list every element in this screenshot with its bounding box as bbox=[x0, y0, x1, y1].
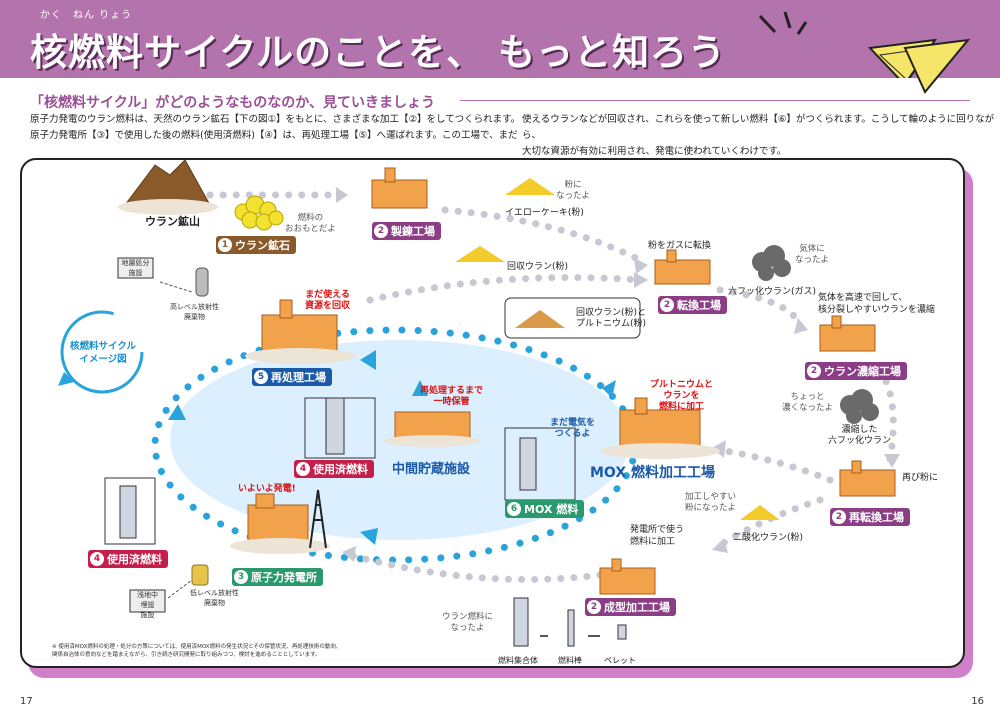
fab-desc: 発電所で使う 燃料に加工 bbox=[630, 525, 685, 547]
llw-label: 低レベル放射性 廃棄物 bbox=[190, 589, 239, 607]
to-gas-label: 粉をガスに転換 bbox=[648, 241, 712, 251]
shallow-disposal-label: 浅地中 埋設 施設 bbox=[137, 591, 158, 619]
intro-right: 使えるウランなどが回収され、これらを使って新しい燃料【⑥】がつくられます。こうし… bbox=[522, 112, 1000, 160]
hlw-label: 高レベル放射性 廃棄物 bbox=[170, 303, 219, 321]
recovered-mix-label: 回収ウラン(粉)と プルトニウム(粉) bbox=[576, 308, 647, 329]
again-powder-label: 再び粉に bbox=[902, 473, 939, 483]
intro-left-line1: 原子力発電のウラン燃料は、天然のウラン鉱石【下の図①】をもとに、さまざまな加工【… bbox=[30, 114, 521, 125]
processing-bubble: 加工しやすい 粉になったよ bbox=[685, 492, 737, 513]
process-flow bbox=[206, 191, 897, 583]
page-number-right: 16 bbox=[971, 696, 984, 707]
powder-bubble: 粉に なったよ bbox=[556, 180, 591, 201]
electric-note: まだ電気を つくるよ bbox=[550, 418, 596, 439]
gas-clouds bbox=[752, 245, 879, 424]
rod-label: 燃料棒 bbox=[558, 656, 582, 665]
page-title: 核燃料サイクルのことを、 もっと知ろう bbox=[30, 31, 727, 74]
ore-pile bbox=[234, 195, 284, 231]
intro-right-line1: 使えるウランなどが回収され、これらを使って新しい燃料【⑥】がつくられます。こうし… bbox=[522, 114, 995, 141]
geo-disposal-label: 地層処分 施設 bbox=[121, 259, 150, 277]
intro-right-line2: 大切な資源が有効に利用され、発電に使われていくわけです。 bbox=[522, 146, 787, 157]
ore-bubble: 燃料の おおもとだよ bbox=[285, 213, 336, 234]
pellet-label: ペレット bbox=[604, 656, 636, 665]
title-ruby: かく ねん りょう bbox=[40, 10, 133, 21]
gas-bubble: 気体に なったよ bbox=[795, 244, 830, 265]
section-subtitle: 「核燃料サイクル」がどのようなものなのか、見ていきましょう bbox=[30, 95, 436, 111]
enriched-uf6-label: 濃縮した 六フッ化ウラン bbox=[828, 425, 892, 446]
recover-note: まだ使える 資源を回収 bbox=[305, 290, 351, 311]
footnote-line1: ※ 使用済MOX燃料の処理・処分の方策については、使用済MOX燃料の発生状況とそ… bbox=[52, 644, 342, 650]
recovered-uranium-label: 回収ウラン(粉) bbox=[507, 262, 569, 272]
intro-left: 原子力発電のウラン燃料は、天然のウラン鉱石【下の図①】をもとに、さまざまな加工【… bbox=[30, 112, 520, 144]
corner-triangle bbox=[903, 38, 971, 94]
mox-plant-label: MOX 燃料加工工場 bbox=[590, 465, 716, 481]
fuel-bubble: ウラン燃料に なったよ bbox=[442, 612, 494, 633]
cycle-arrow-bottom bbox=[360, 528, 378, 545]
subtitle-rule bbox=[460, 100, 970, 101]
uo2-label: 二酸化ウラン(粉) bbox=[733, 533, 804, 543]
uf6-label: 六フッ化ウラン(ガス) bbox=[728, 287, 817, 297]
page-number-left: 17 bbox=[20, 696, 33, 707]
intro-left-line2: 原子力発電所【③】で使用した後の燃料(使用済燃料)【④】は、再処理工場【⑤】へ運… bbox=[30, 130, 518, 141]
header-banner: かく ねん りょう 核燃料サイクルのことを、 もっと知ろう bbox=[0, 0, 1000, 78]
mox-note: プルトニウムと ウランを 燃料に加工 bbox=[650, 380, 714, 412]
cycle-arrow-left bbox=[168, 404, 186, 420]
yellowcake-label: イエローケーキ(粉) bbox=[505, 208, 584, 218]
storage-note: 再処理するまで 一時保管 bbox=[420, 386, 484, 407]
cycle-arrow-storage bbox=[412, 380, 428, 396]
generate-note: いよいよ発電! bbox=[238, 484, 296, 494]
footnote-line2: 関係自治体の意向などを踏まえながら、引き続き研究開発に取り組みつつ、検討を進める… bbox=[52, 652, 321, 658]
enrich-desc: 気体を高速で回して、 核分裂しやすいウランを濃縮 bbox=[818, 293, 935, 315]
cycle-image-label: 核燃料サイクル イメージ図 bbox=[70, 341, 137, 365]
cycle-arrow-top bbox=[360, 350, 376, 370]
powder-piles bbox=[455, 178, 780, 520]
footnote: ※ 使用済MOX燃料の処理・処分の方策については、使用済MOX燃料の発生状況とそ… bbox=[52, 643, 341, 659]
cycle-arrow-right bbox=[602, 380, 616, 398]
storage-label: 中間貯蔵施設 bbox=[392, 462, 471, 477]
mine-mountain bbox=[124, 159, 211, 206]
assembly-label: 燃料集合体 bbox=[498, 656, 538, 665]
dense-bubble: ちょっと 濃くなったよ bbox=[782, 392, 834, 413]
mine-label: ウラン鉱山 bbox=[145, 215, 200, 228]
